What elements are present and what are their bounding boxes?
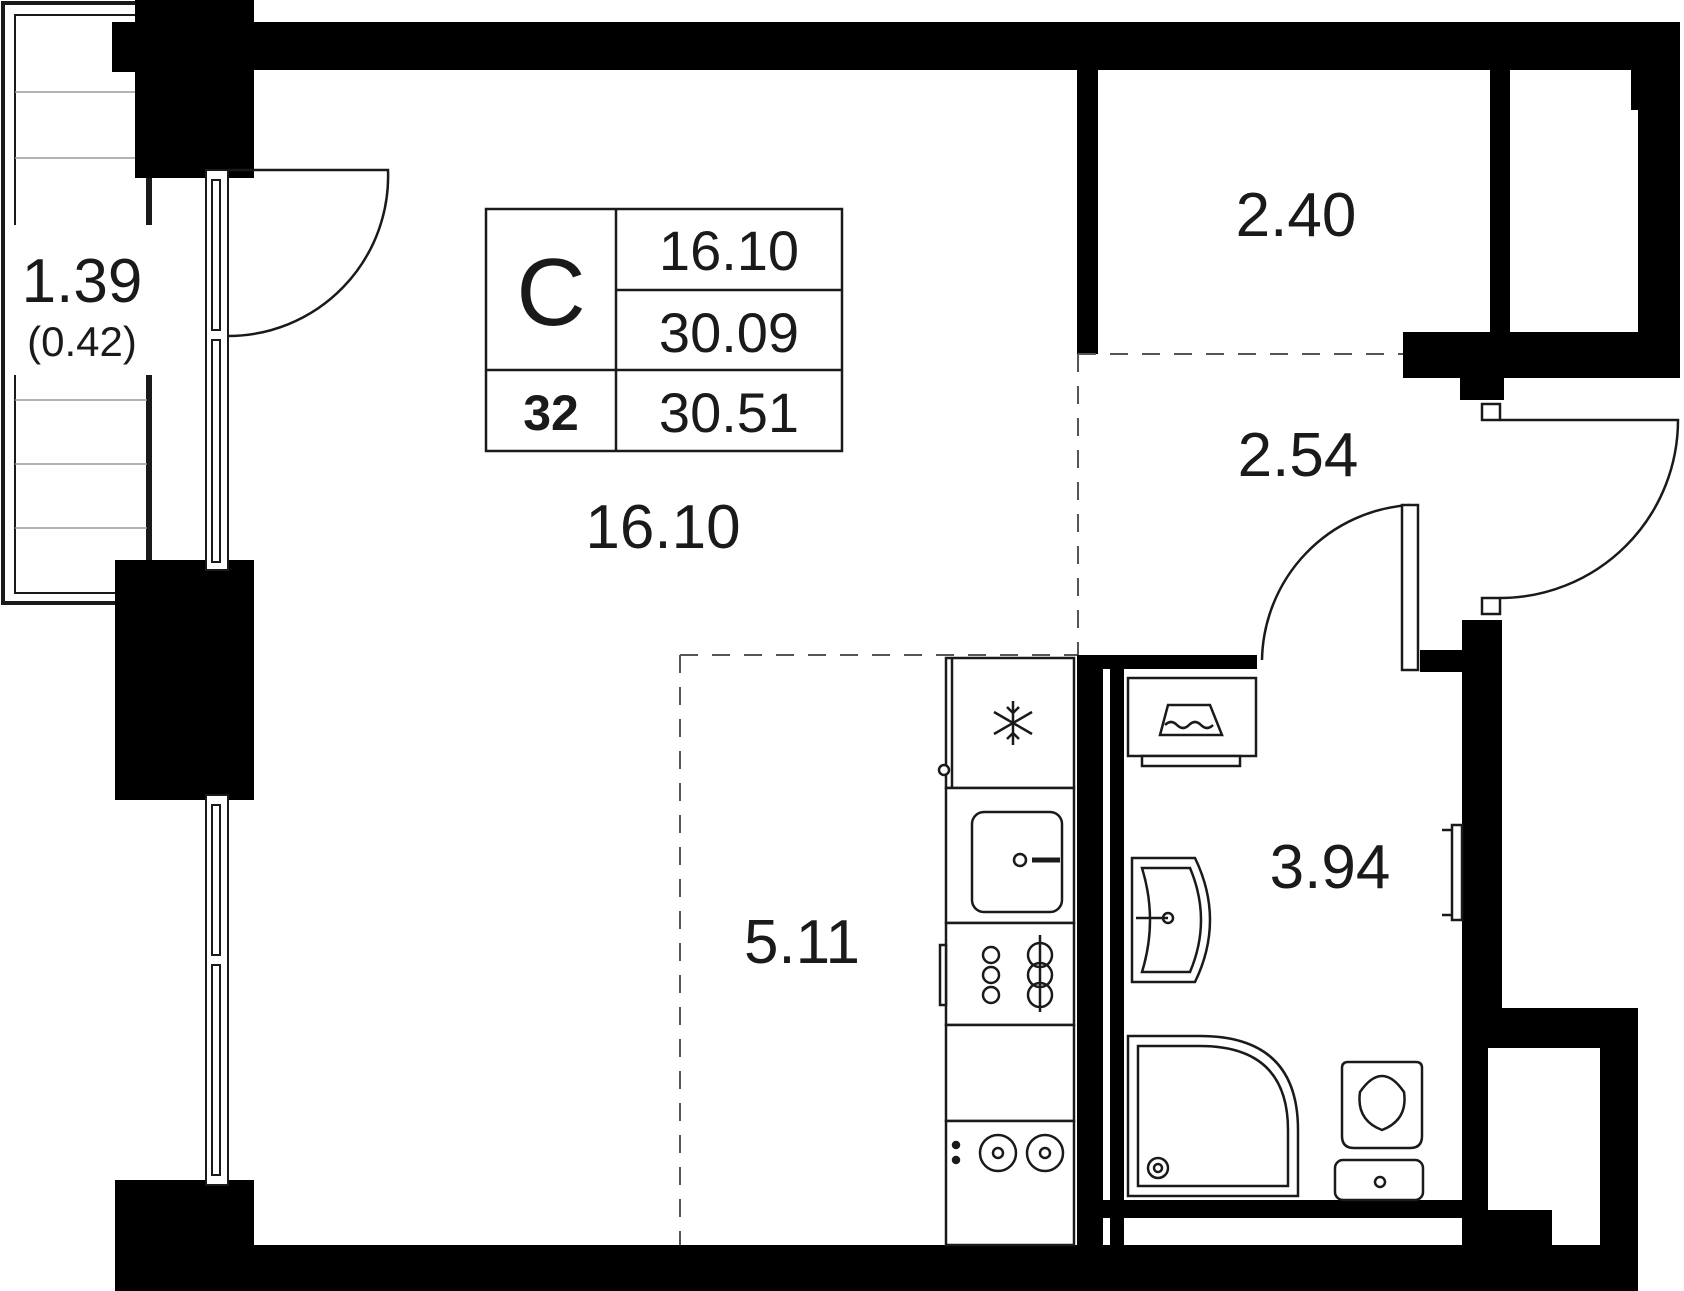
towel-rail-icon (1442, 823, 1464, 922)
living-area-value: 16.10 (659, 219, 799, 282)
shower-tray-icon (1126, 1034, 1300, 1198)
door-swings (227, 168, 1680, 672)
balcony (1, 1, 153, 605)
freezer-snowflake-icon (993, 701, 1033, 745)
walls (112, 0, 1680, 1291)
windows (205, 169, 229, 1186)
washing-machine-icon (1126, 676, 1258, 768)
kitchen-units (937, 656, 1076, 1247)
washbasin-icon (1130, 856, 1212, 984)
living-room-area: 16.10 (585, 493, 740, 562)
toilet-icon (1333, 1060, 1425, 1202)
zone-dividers (679, 353, 1403, 1245)
balcony-area: 1.39 (22, 247, 143, 316)
unit-number: 32 (523, 385, 579, 441)
total-area-value: 30.09 (659, 301, 799, 364)
kitchen-area: 5.11 (744, 908, 860, 977)
unit-legend: C 32 16.10 30.09 30.51 (484, 207, 844, 453)
hallway-area: 2.54 (1238, 421, 1359, 490)
stove-burners-icon (981, 935, 1054, 1012)
bathroom-area: 3.94 (1270, 833, 1391, 902)
unit-type-letter: C (516, 239, 585, 346)
storage-area: 2.40 (1236, 181, 1357, 250)
hob-icon (951, 1133, 1065, 1173)
balcony-reduced-area: (0.42) (27, 318, 137, 365)
total-area-with-balcony-value: 30.51 (659, 381, 799, 444)
